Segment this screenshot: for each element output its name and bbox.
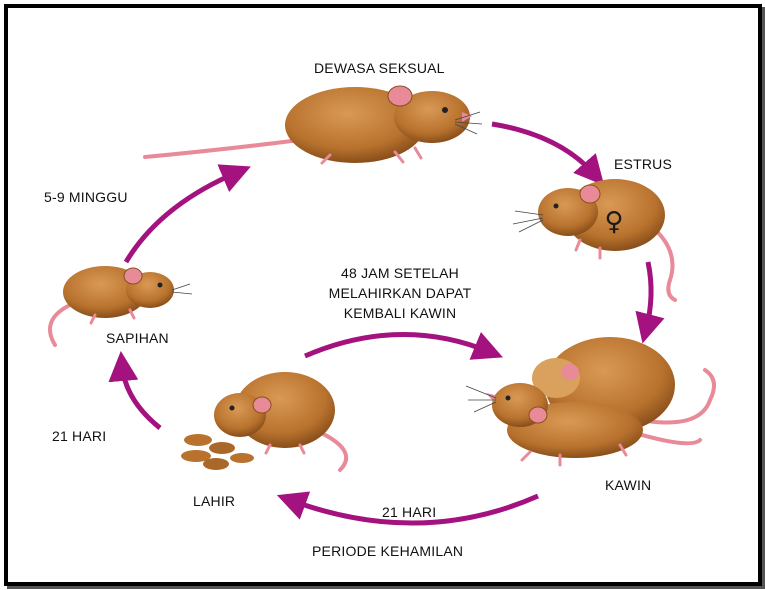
- label-estrus: ESTRUS: [614, 156, 672, 172]
- label-21-hari-bottom: 21 HARI: [382, 504, 436, 520]
- arrow-estrus-to-kawin: [646, 262, 651, 330]
- arrow-lahir-to-kawin: [305, 334, 490, 356]
- label-5-9-minggu: 5-9 MINGGU: [44, 189, 128, 205]
- label-48-jam-line2: MELAHIRKAN DAPAT: [305, 285, 495, 301]
- label-48-jam-line1: 48 JAM SETELAH: [305, 265, 495, 281]
- label-dewasa-seksual: DEWASA SEKSUAL: [314, 60, 445, 76]
- label-48-jam-line3: KEMBALI KAWIN: [305, 305, 495, 321]
- mother-with-pups-illustration: [181, 372, 346, 470]
- arrow-dewasa-to-estrus: [492, 124, 595, 175]
- label-lahir: LAHIR: [193, 493, 235, 509]
- label-21-hari-left: 21 HARI: [52, 428, 106, 444]
- label-sapihan: SAPIHAN: [106, 330, 169, 346]
- arrow-lahir-to-sapihan: [122, 365, 160, 428]
- label-kawin: KAWIN: [605, 477, 651, 493]
- mating-rats-illustration: [466, 337, 714, 465]
- arrow-sapihan-to-dewasa: [126, 172, 238, 262]
- female-symbol: ♀: [604, 207, 623, 237]
- label-periode-kehamilan: PERIODE KEHAMILAN: [312, 543, 463, 559]
- adult-rat-illustration: [145, 86, 482, 163]
